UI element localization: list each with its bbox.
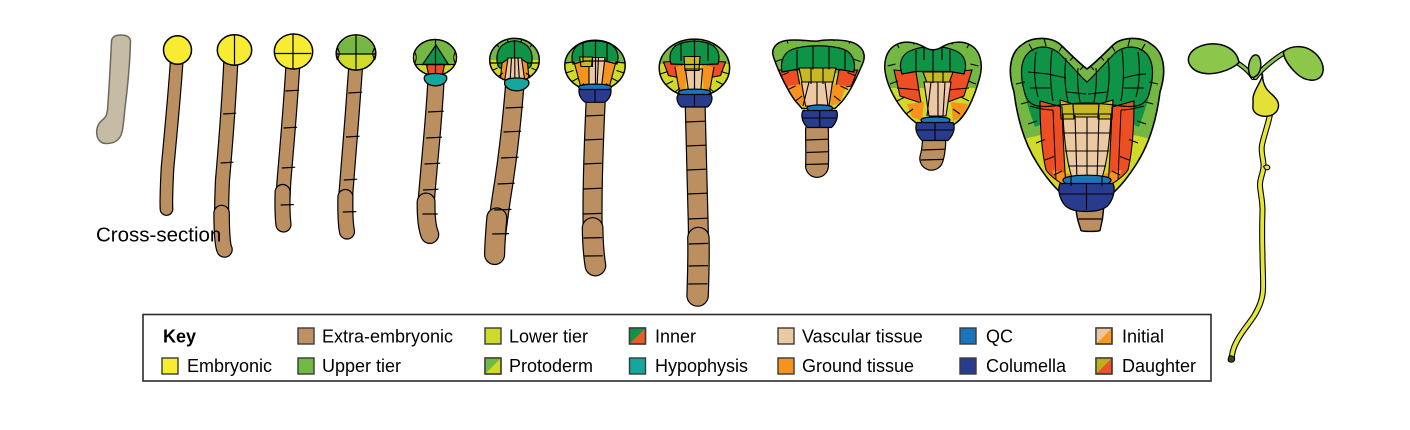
svg-text:Vascular tissue: Vascular tissue: [802, 326, 923, 346]
svg-text:QC: QC: [986, 326, 1013, 346]
svg-text:Lower tier: Lower tier: [509, 326, 588, 346]
svg-text:Initial: Initial: [1122, 326, 1164, 346]
svg-text:Upper tier: Upper tier: [322, 356, 401, 376]
svg-text:Columella: Columella: [986, 356, 1067, 376]
svg-text:Daughter: Daughter: [1122, 356, 1196, 376]
svg-text:Hypophysis: Hypophysis: [655, 356, 748, 376]
svg-text:Ground tissue: Ground tissue: [802, 356, 914, 376]
svg-text:Cross-section: Cross-section: [96, 224, 221, 247]
svg-text:Protoderm: Protoderm: [509, 356, 593, 376]
svg-text:Key: Key: [163, 326, 196, 346]
svg-text:Inner: Inner: [655, 326, 696, 346]
svg-text:Extra-embryonic: Extra-embryonic: [322, 326, 453, 346]
svg-text:Embryonic: Embryonic: [187, 356, 272, 376]
